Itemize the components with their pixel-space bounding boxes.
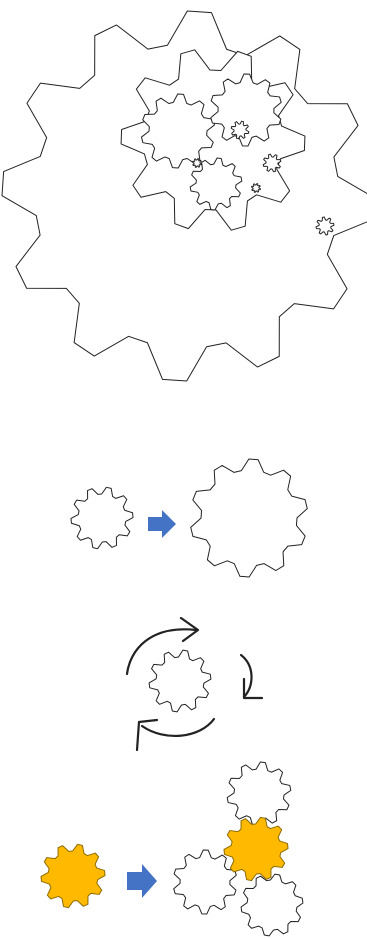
growth-right-arrow-icon (148, 510, 176, 538)
cluster-gear-bottom-icon (241, 874, 303, 936)
growth-group (71, 459, 307, 577)
cluster-gear-center-icon (224, 817, 288, 880)
cluster-gear-top-icon (227, 762, 291, 826)
rotating-gear-icon (149, 650, 211, 712)
cluster-gear-left-icon (174, 850, 237, 914)
source-yellow-gear-icon (41, 844, 105, 907)
growth-large-gear-icon (191, 459, 308, 577)
rotation-group (127, 618, 262, 750)
growth-small-gear-icon (71, 487, 133, 548)
multiplication-right-arrow-icon (127, 864, 157, 898)
multiplication-group (41, 762, 303, 936)
curved-arrow-right-icon (241, 655, 252, 697)
curved-arrow-bottom-head-icon (137, 720, 157, 750)
nested-gears-group (2, 11, 367, 381)
